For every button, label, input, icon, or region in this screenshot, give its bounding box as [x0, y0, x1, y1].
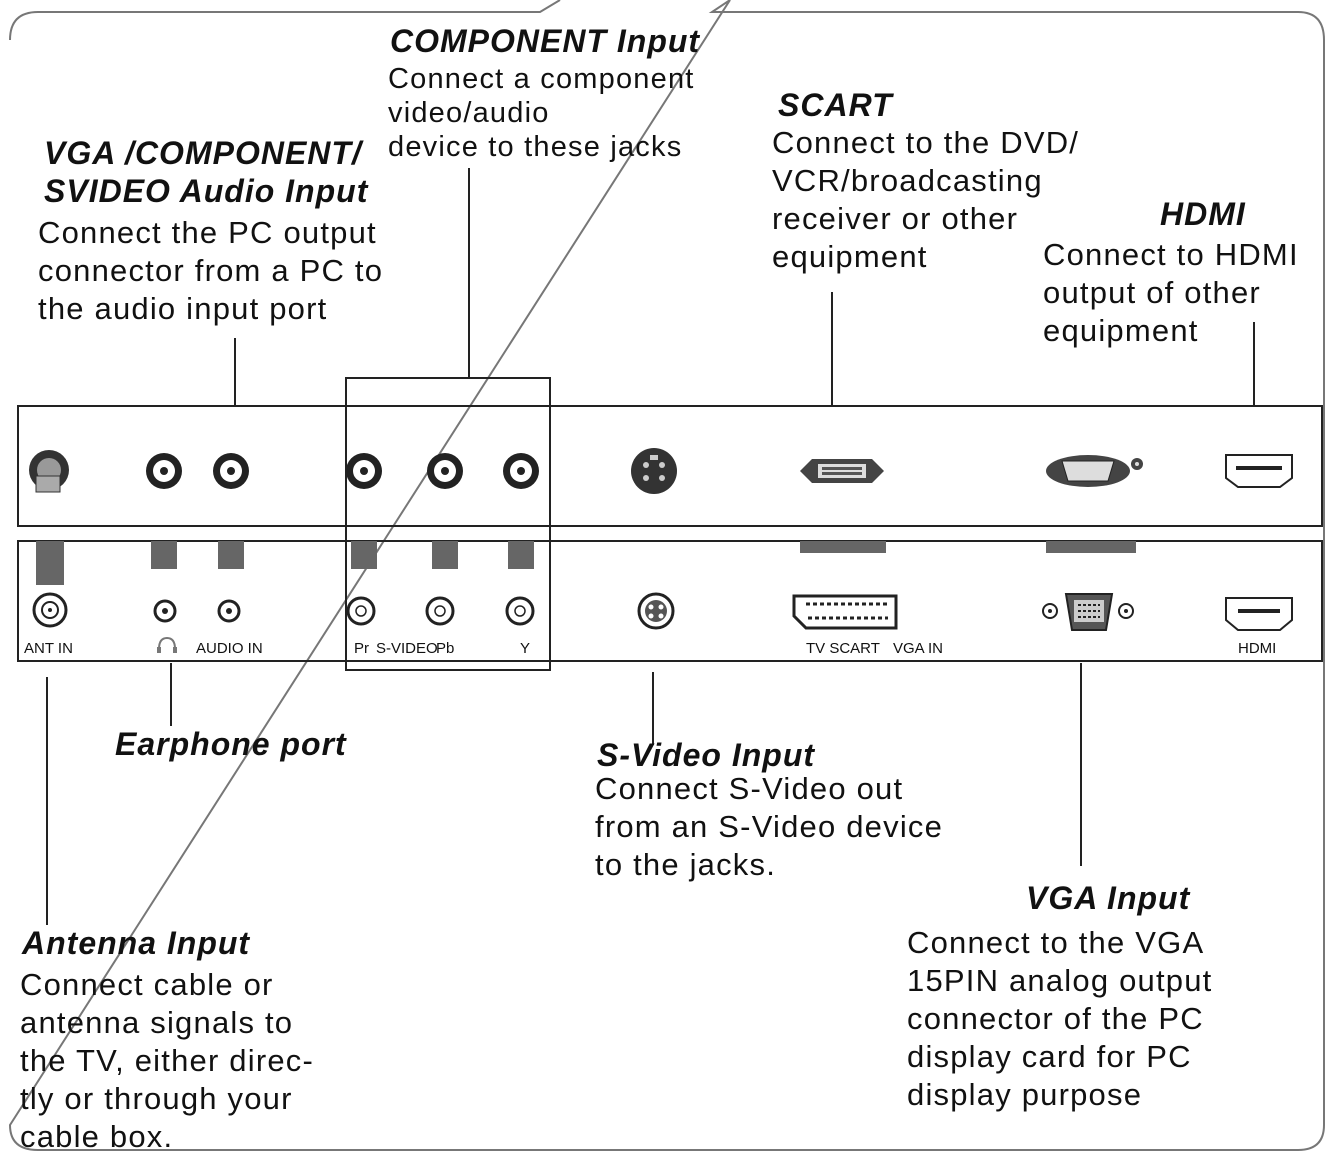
- bottom-panel: [17, 540, 1323, 662]
- rca-plug-stub: [218, 541, 244, 569]
- vga-audio-title-line1: VGA /COMPONENT/: [44, 135, 362, 171]
- scart-connector-top: [800, 459, 884, 483]
- component-description: Connect a component video/audio device t…: [388, 63, 695, 163]
- svideo-title: S-Video Input: [597, 737, 816, 773]
- label-ant-in: ANT IN: [24, 640, 73, 657]
- y-jack: [505, 596, 535, 626]
- rca-plug-stub: [432, 541, 458, 569]
- rca-jack-top: [146, 453, 182, 489]
- label-tv-scart: TV SCART: [806, 640, 880, 657]
- svideo-connector-top: [631, 448, 677, 494]
- hdmi-port: [1225, 597, 1293, 631]
- vga-audio-description: Connect the PC output connector from a P…: [38, 215, 384, 326]
- label-vga-in: VGA IN: [893, 640, 944, 657]
- scart-plug-stub: [800, 541, 886, 553]
- component-highlight-box: [345, 377, 551, 671]
- earphone-jack: [153, 599, 177, 623]
- vga-port: [1042, 593, 1134, 631]
- label-audio-in: AUDIO IN: [196, 640, 263, 657]
- scart-title: SCART: [778, 87, 893, 123]
- headphone-icon: [157, 636, 177, 653]
- hdmi-connector-top: [1225, 454, 1293, 488]
- antenna-connector-bottom: [32, 592, 68, 628]
- vga-connector-top: [1046, 455, 1143, 487]
- earphone-title: Earphone port: [115, 726, 347, 762]
- rca-plug-stub: [151, 541, 177, 569]
- rca-jack-top: [427, 453, 463, 489]
- antenna-connector-top: [29, 450, 69, 493]
- svideo-jack: [637, 592, 675, 630]
- vga-audio-title-line2: SVIDEO Audio Input: [44, 173, 369, 209]
- hdmi-description: Connect to HDMI output of other equipmen…: [1043, 237, 1299, 348]
- scart-port: [792, 594, 898, 630]
- outer-frame: [8, 0, 1325, 1151]
- antenna-plug-stub: [36, 541, 64, 585]
- rca-jack-top: [346, 453, 382, 489]
- rca-jack-top: [213, 453, 249, 489]
- vga-description: Connect to the VGA 15PIN analog output c…: [907, 925, 1213, 1112]
- audio-in-jack: [217, 599, 241, 623]
- rca-plug-stub: [508, 541, 534, 569]
- label-y: Y: [520, 640, 531, 657]
- rca-plug-stub: [351, 541, 377, 569]
- scart-description: Connect to the DVD/ VCR/broadcasting rec…: [772, 125, 1080, 274]
- antenna-title: Antenna Input: [22, 925, 251, 961]
- antenna-description: Connect cable or antenna signals to the …: [20, 967, 315, 1154]
- pr-jack: [346, 596, 376, 626]
- component-title: COMPONENT Input: [390, 23, 701, 59]
- label-pr: Pr: [354, 640, 369, 657]
- rca-jack-top: [503, 453, 539, 489]
- label-pb: Pb: [436, 640, 455, 657]
- vga-plug-stub: [1046, 541, 1136, 553]
- label-hdmi: HDMI: [1238, 640, 1277, 657]
- hdmi-title: HDMI: [1160, 196, 1246, 232]
- vga-title: VGA Input: [1026, 880, 1191, 916]
- svideo-description: Connect S-Video out from an S-Video devi…: [595, 771, 944, 882]
- pb-jack: [425, 596, 455, 626]
- label-svideo: S-VIDEO: [376, 640, 438, 657]
- top-panel: [17, 405, 1323, 527]
